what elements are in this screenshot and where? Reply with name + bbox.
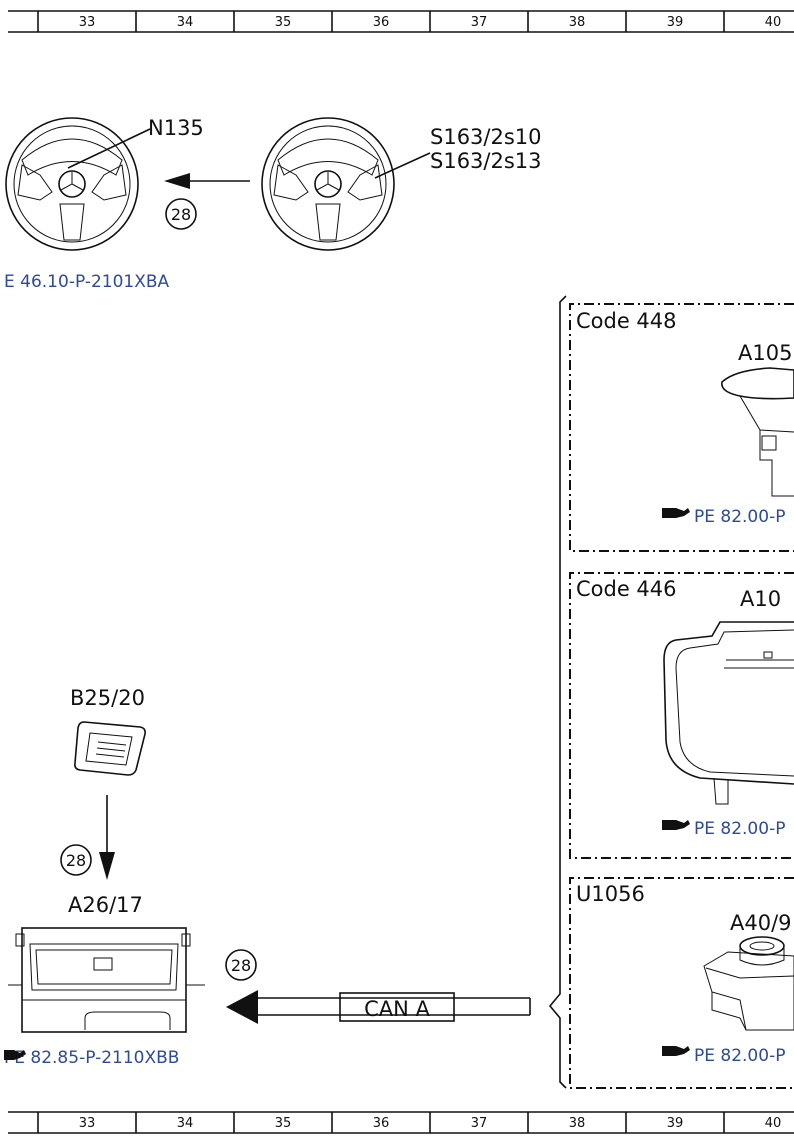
box-code-446 <box>569 572 794 859</box>
ruler-col-40: 40 <box>765 15 782 30</box>
svg-text:28: 28 <box>231 956 251 975</box>
steering-wheel-n135 <box>5 117 151 251</box>
label-s163-2s13: S163/2s13 <box>430 149 542 173</box>
label-can-a: CAN A <box>364 997 430 1021</box>
ref-steering: E 46.10-P-2101XBA <box>4 272 170 292</box>
ruler-col-33: 33 <box>79 15 96 30</box>
ruler-col-35: 35 <box>275 15 292 30</box>
label-code-446: Code 446 <box>576 577 677 601</box>
ruler-col-38: 38 <box>569 1116 586 1131</box>
ruler-col-38: 38 <box>569 15 586 30</box>
label-a10: A10 <box>740 587 781 611</box>
top-ruler: 33 34 35 36 37 38 39 40 <box>8 10 794 33</box>
control-panel-a10 <box>663 621 794 805</box>
ruler-col-39: 39 <box>667 1116 684 1131</box>
bubble-28-left: 28 <box>60 844 92 876</box>
controller-a40-9 <box>703 936 794 1031</box>
ruler-col-37: 37 <box>471 1116 488 1131</box>
steering-wheel-s163 <box>261 117 431 251</box>
label-a40-9: A40/9 <box>730 911 792 935</box>
ruler-col-36: 36 <box>373 15 390 30</box>
svg-text:28: 28 <box>171 205 191 224</box>
ruler-col-40: 40 <box>765 1116 782 1131</box>
selector-lever-a105 <box>721 367 794 497</box>
label-b25-20: B25/20 <box>70 686 145 710</box>
label-a26-17: A26/17 <box>68 893 143 917</box>
can-a-bus <box>226 990 531 1024</box>
module-a26-17 <box>8 927 205 1033</box>
ruler-col-39: 39 <box>667 15 684 30</box>
sensor-b25-20 <box>74 721 146 776</box>
svg-text:28: 28 <box>66 851 86 870</box>
ruler-col-36: 36 <box>373 1116 390 1131</box>
bubble-28-top: 28 <box>165 198 197 230</box>
label-code-448: Code 448 <box>576 309 677 333</box>
pointing-hand-icon <box>4 1050 26 1060</box>
label-a105: A105 <box>738 341 792 365</box>
group-bracket <box>548 295 567 1089</box>
pointing-hand-icon <box>662 508 690 518</box>
bubble-28-can: 28 <box>225 949 257 981</box>
label-n135: N135 <box>148 116 204 140</box>
ruler-col-35: 35 <box>275 1116 292 1131</box>
pointing-hand-icon <box>662 820 690 830</box>
ref-u1056: PE 82.00-P <box>694 1046 785 1066</box>
ref-a26-17: PE 82.85-P-2110XBB <box>4 1048 179 1068</box>
ref-code-446: PE 82.00-P <box>694 819 785 839</box>
label-s163-2s10: S163/2s10 <box>430 125 542 149</box>
box-code-448 <box>569 303 794 552</box>
label-u1056: U1056 <box>576 882 645 906</box>
ruler-col-37: 37 <box>471 15 488 30</box>
ruler-col-34: 34 <box>177 1116 194 1131</box>
arrow-left-top <box>164 173 250 189</box>
bottom-ruler: 33 34 35 36 37 38 39 40 <box>8 1111 794 1134</box>
box-u1056 <box>569 877 794 1089</box>
arrow-down-b25 <box>99 795 115 880</box>
ref-code-448: PE 82.00-P <box>694 507 785 527</box>
ruler-col-34: 34 <box>177 15 194 30</box>
pointing-hand-icon <box>662 1046 690 1056</box>
ruler-col-33: 33 <box>79 1116 96 1131</box>
